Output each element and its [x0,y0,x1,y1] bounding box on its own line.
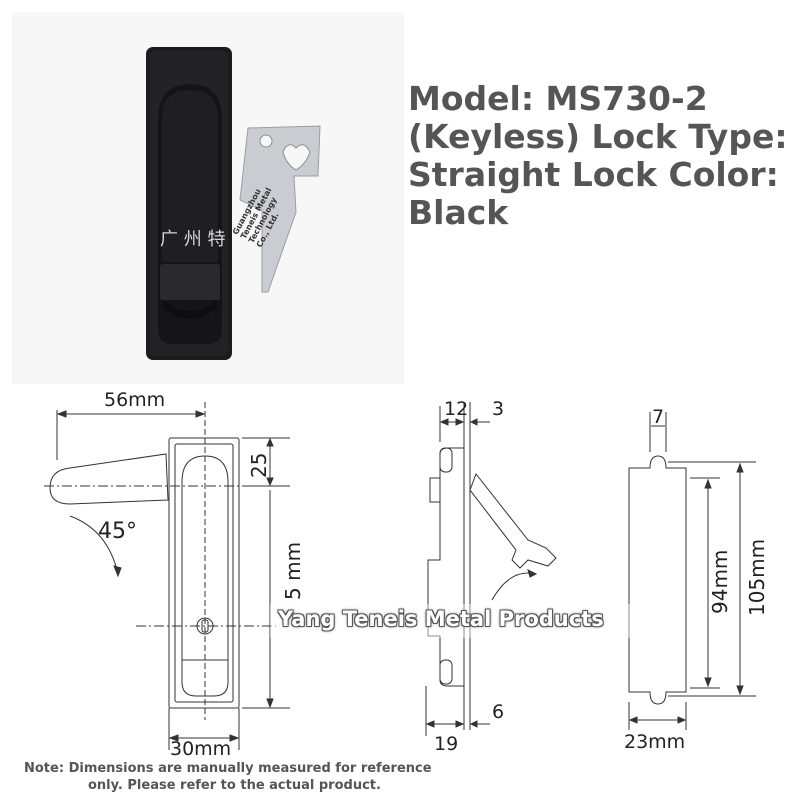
title-line-lock-type: (Keyless) Lock Type: [408,117,788,156]
dim-height-25: 25 [247,452,271,478]
title-line-model: Model: MS730-2 [408,79,708,118]
dim-back-7: 7 [652,406,665,428]
dim-width-56: 56mm [104,389,166,411]
dim-height-partial: 5 mm [281,541,305,600]
side-view-drawing [425,402,557,736]
dim-angle-45: 45° [98,519,137,544]
front-view-drawing [44,402,290,750]
title-line-black: Black [408,193,509,232]
watermark-band [270,604,630,638]
dim-back-105: 105mm [745,538,769,616]
product-photo: 广 州 特 [146,47,321,360]
dim-side-19: 19 [434,733,459,755]
lock-body-image [146,47,232,360]
title-line-color: Straight Lock Color: [408,155,779,194]
note-line-1: Note: Dimensions are manually measured f… [24,761,432,776]
dim-side-12: 12 [444,398,469,420]
dim-back-94: 94mm [708,549,732,614]
technical-drawing [44,402,756,750]
back-view-drawing [628,412,756,730]
photo-watermark-glyphs: 广 州 特 [160,229,225,250]
note-line-2: only. Please refer to the actual product… [88,778,381,793]
brand-watermark: Yang Teneis Metal Products [278,607,604,631]
product-title: Model: MS730-2 (Keyless) Lock Type: Stra… [408,80,788,232]
disclaimer-note: Note: Dimensions are manually measured f… [24,760,454,794]
dim-back-23: 23mm [624,731,686,753]
key-image [239,125,321,293]
dim-side-6: 6 [492,701,505,723]
dim-side-3: 3 [492,398,505,420]
dim-width-30: 30mm [170,738,232,760]
